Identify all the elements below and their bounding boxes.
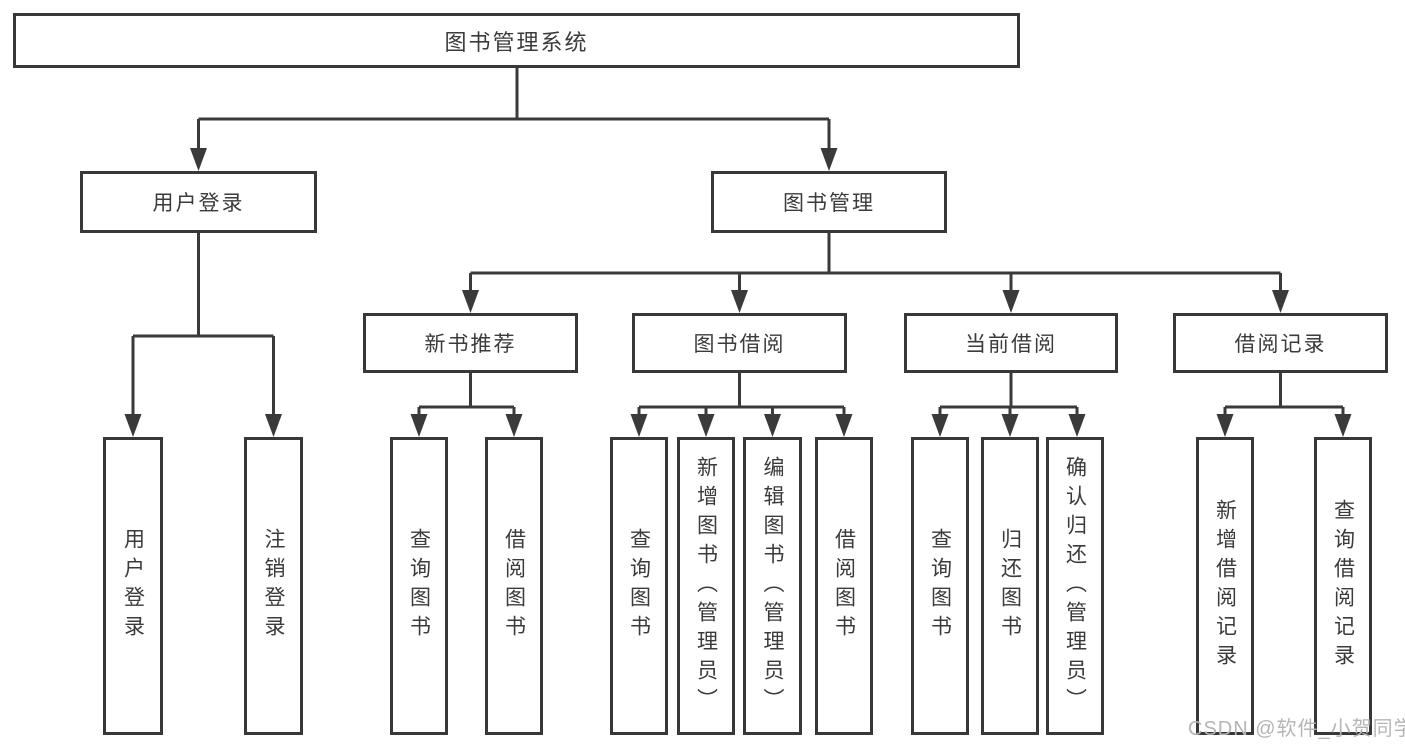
leaf-query-books-newbooks-label: 查询图书: [407, 528, 431, 644]
node-book-borrowing: 图书借阅: [632, 313, 847, 373]
connector-book-mgmt-to-level3: [462, 233, 1289, 313]
connector-root-to-level2: [190, 66, 838, 171]
connector-user-login-to-leaves: [124, 233, 282, 437]
node-current-borrowing-label: 当前借阅: [965, 333, 1057, 356]
leaf-add-books-admin: 新增图书（管理员）: [677, 437, 735, 735]
connector-borrow-records-to-leaves: [1216, 373, 1352, 437]
leaf-query-books-borrow: 查询图书: [610, 437, 668, 735]
node-book-management-label: 图书管理: [783, 192, 875, 215]
leaf-edit-books-admin-label: 编辑图书（管理员）: [761, 455, 784, 717]
node-new-book-recommend: 新书推荐: [363, 313, 578, 373]
leaf-user-login-label: 用户登录: [121, 528, 145, 644]
leaf-return-books-label: 归还图书: [998, 528, 1022, 644]
leaf-user-login: 用户登录: [103, 437, 163, 735]
connector-book-borrow-to-leaves: [630, 373, 853, 437]
leaf-query-borrow-record: 查询借阅记录: [1314, 437, 1372, 735]
leaf-add-books-admin-label: 新增图书（管理员）: [694, 455, 718, 717]
csdn-watermark: CSDN @软件_小贺同学: [1188, 718, 1405, 740]
leaf-borrow-books-newbooks-label: 借阅图书: [502, 528, 526, 644]
leaf-query-books-newbooks: 查询图书: [390, 437, 448, 735]
leaf-confirm-return-admin-label: 确认归还（管理员）: [1063, 455, 1087, 717]
leaf-borrow-books-newbooks: 借阅图书: [485, 437, 543, 735]
leaf-edit-books-admin: 编辑图书（管理员）: [743, 437, 802, 735]
connector-current-borrow-to-leaves: [931, 373, 1086, 437]
leaf-logout: 注销登录: [244, 437, 303, 735]
leaf-query-books-current: 查询图书: [911, 437, 969, 735]
node-user-login-label: 用户登录: [152, 192, 245, 215]
leaf-borrow-books-borrow: 借阅图书: [815, 437, 873, 735]
leaf-add-borrow-record: 新增借阅记录: [1196, 437, 1254, 735]
node-book-management: 图书管理: [711, 171, 947, 233]
node-current-borrowing: 当前借阅: [904, 313, 1118, 373]
leaf-return-books: 归还图书: [981, 437, 1039, 735]
leaf-query-borrow-record-label: 查询借阅记录: [1331, 499, 1355, 673]
node-root-label: 图书管理系统: [444, 29, 589, 55]
connector-new-books-to-leaves: [410, 373, 523, 437]
node-root-system: 图书管理系统: [13, 13, 1020, 68]
node-user-login: 用户登录: [80, 171, 317, 233]
leaf-borrow-books-borrow-label: 借阅图书: [832, 528, 856, 644]
leaf-query-books-current-label: 查询图书: [928, 528, 952, 644]
node-book-borrowing-label: 图书借阅: [693, 333, 786, 356]
leaf-confirm-return-admin: 确认归还（管理员）: [1046, 437, 1104, 735]
leaf-query-books-borrow-label: 查询图书: [627, 528, 651, 644]
node-new-book-recommend-label: 新书推荐: [424, 333, 517, 356]
node-borrowing-records-label: 借阅记录: [1234, 333, 1327, 356]
leaf-add-borrow-record-label: 新增借阅记录: [1213, 499, 1237, 673]
node-borrowing-records: 借阅记录: [1173, 313, 1388, 373]
leaf-logout-label: 注销登录: [262, 528, 285, 644]
